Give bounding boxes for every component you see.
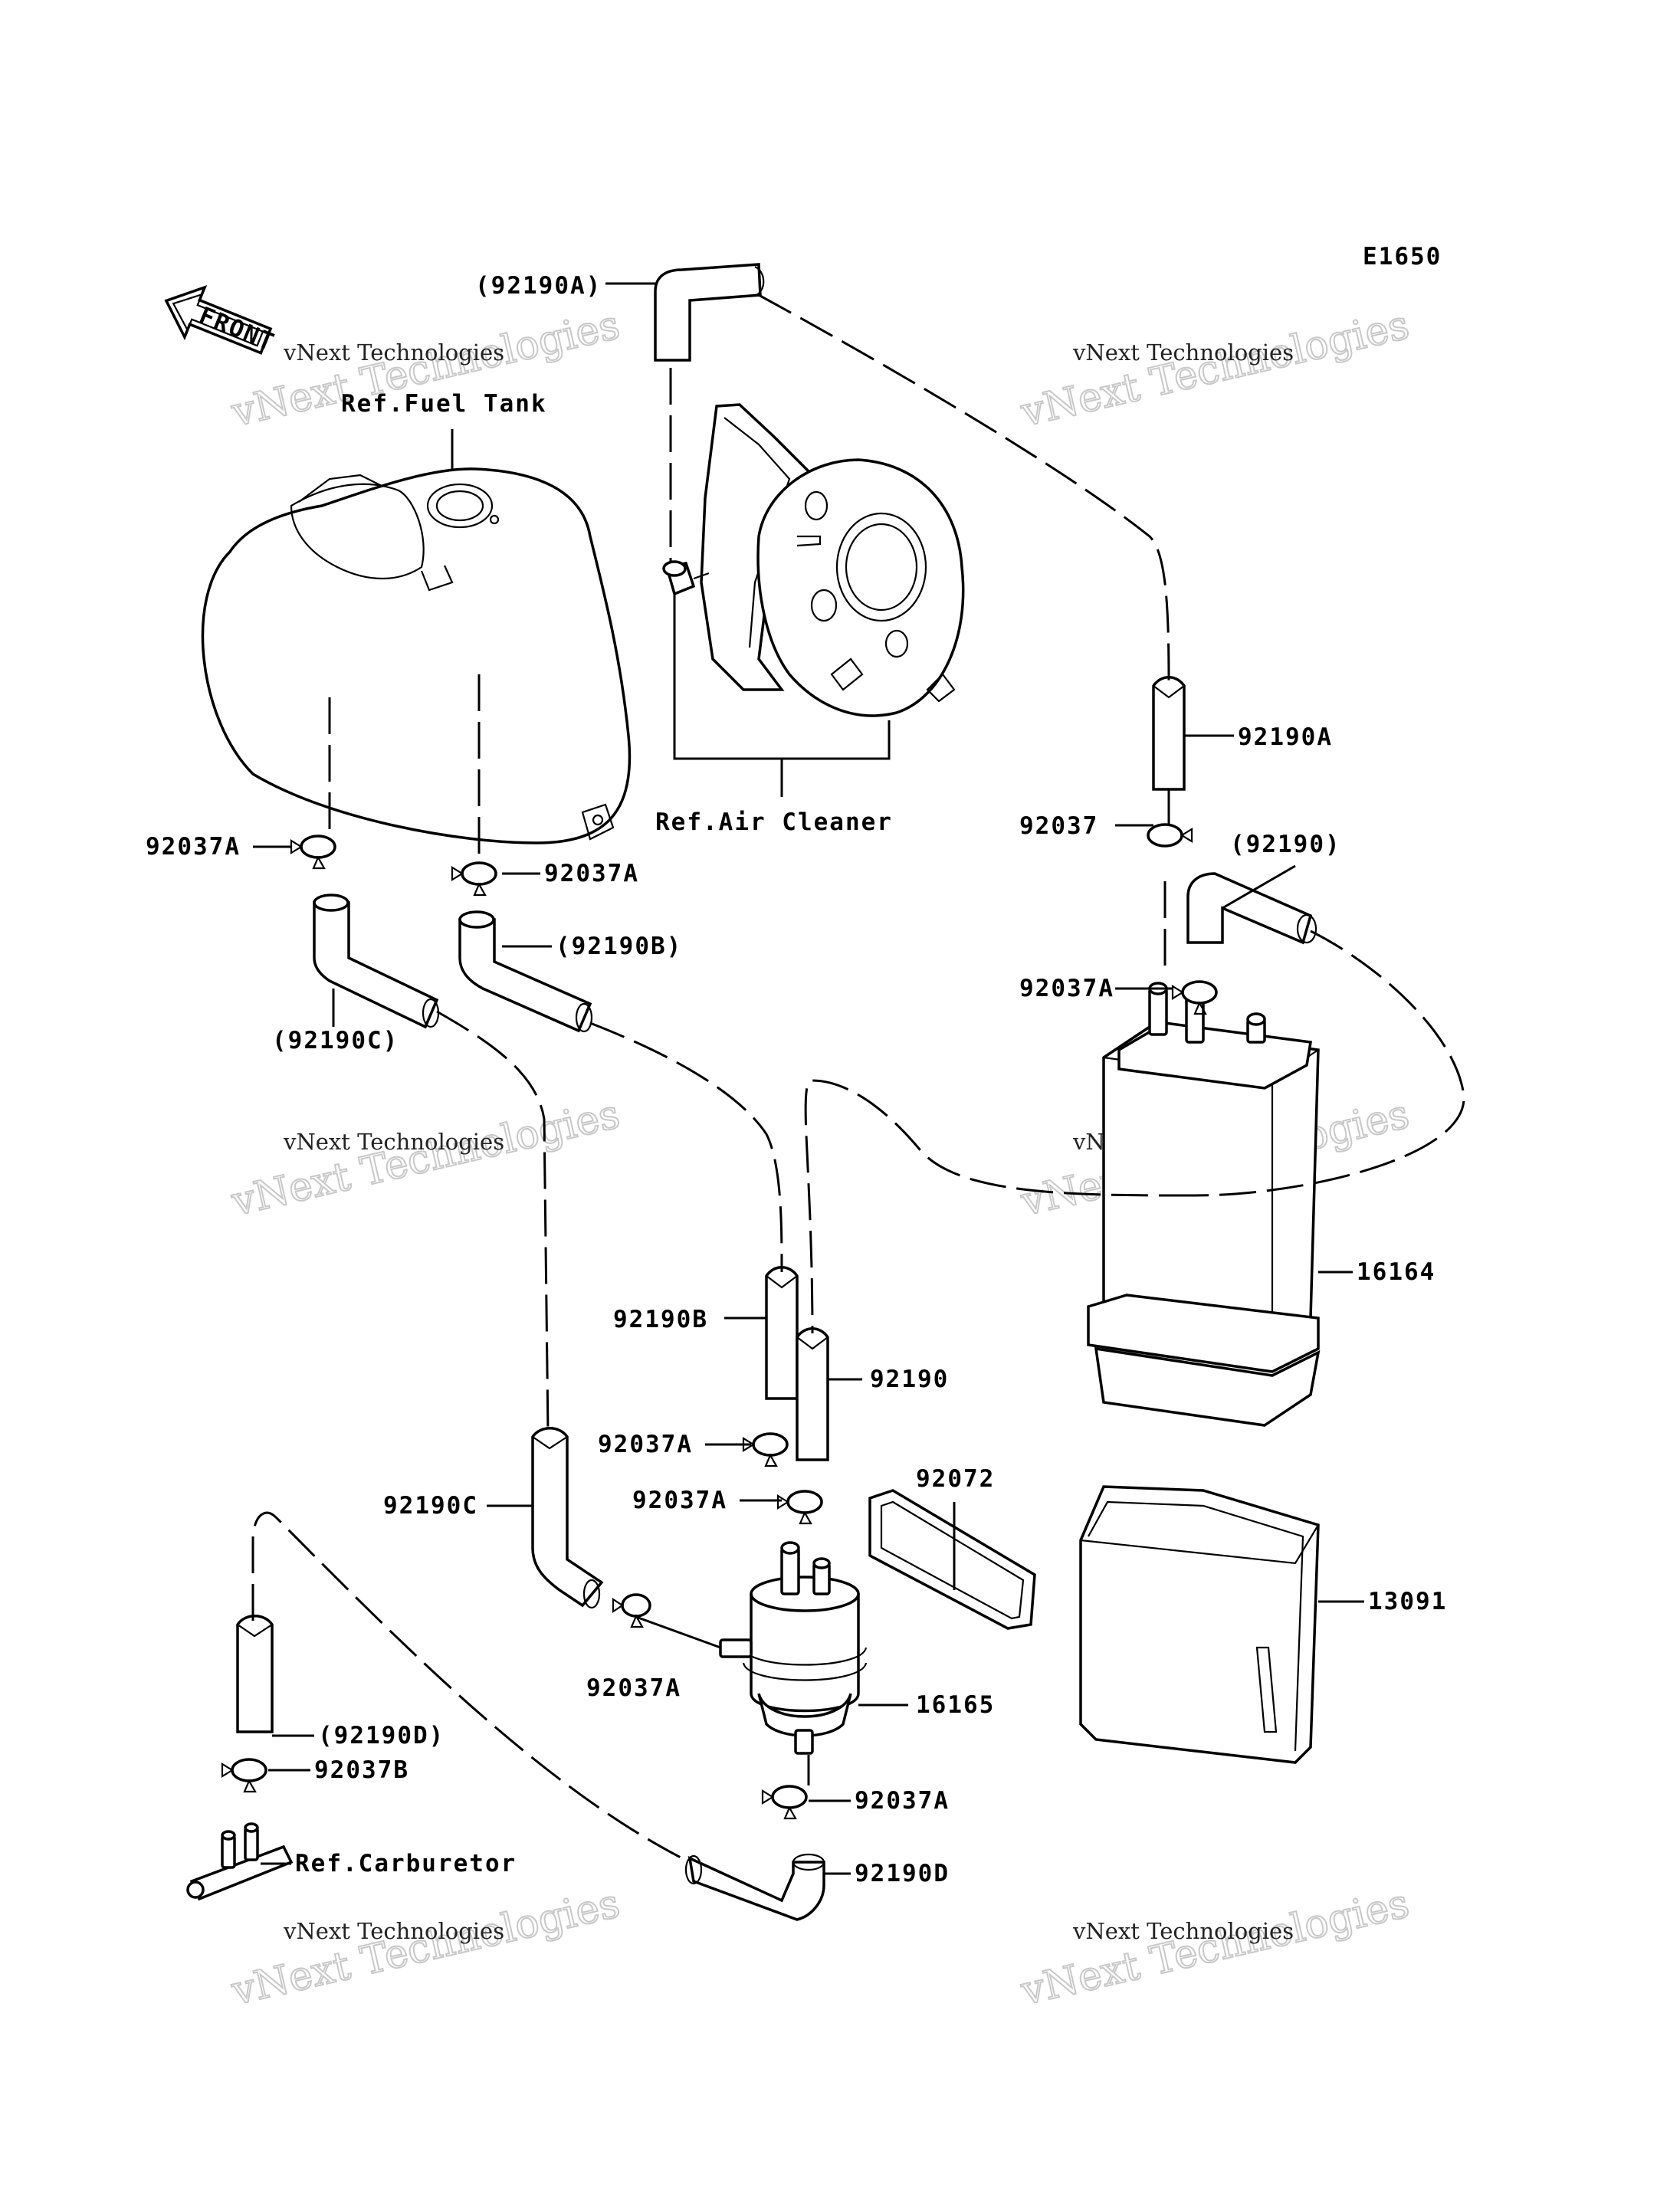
leader-lines: [253, 282, 1364, 1875]
callout-labels: (92190A) Ref.Fuel Tank 92190A Ref.Air Cl…: [146, 272, 1447, 1887]
label-92190C: 92190C: [383, 1492, 478, 1520]
label-92037B: 92037B: [314, 1756, 409, 1784]
label-92190C-ref: (92190C): [272, 1027, 399, 1054]
fuel-tank: [201, 467, 632, 844]
clamp-icon: [776, 1490, 823, 1525]
label-92037A-b1: 92037A: [598, 1431, 693, 1458]
clamp-icon: [290, 835, 336, 870]
label-ref-carburetor: Ref.Carburetor: [295, 1850, 517, 1877]
label-16165: 16165: [916, 1691, 995, 1719]
label-92190: 92190: [870, 1366, 949, 1393]
watermark-top-right: vNext Technologies vNext Technologies: [1016, 301, 1414, 437]
front-arrow-icon: FRONT: [164, 285, 279, 357]
diagram-id: E1650: [1363, 243, 1442, 271]
label-92190A-ref: (92190A): [475, 272, 602, 300]
clamp-icon: [451, 861, 497, 897]
svg-text:vNext Technologies: vNext Technologies: [227, 1881, 624, 2015]
clamp-icon: [221, 1758, 267, 1793]
label-92037A-separator: 92037A: [586, 1674, 681, 1702]
bracket-13091: [1079, 1485, 1320, 1764]
clamp-icon: [1147, 823, 1193, 848]
label-92037A-bottom: 92037A: [855, 1787, 950, 1815]
clamp-icon: [1171, 980, 1218, 1015]
label-ref-fuel-tank: Ref.Fuel Tank: [341, 390, 547, 418]
label-92190B-ref: (92190B): [556, 933, 682, 960]
svg-text:vNext Technologies: vNext Technologies: [283, 1129, 504, 1155]
svg-text:vNext Technologies: vNext Technologies: [227, 1091, 624, 1225]
svg-text:vNext Technologies: vNext Technologies: [1016, 302, 1413, 436]
label-92037A-canister: 92037A: [1019, 975, 1114, 1002]
label-92037A-left: 92037A: [146, 833, 241, 861]
band-92072: [868, 1489, 1036, 1630]
label-92190A: 92190A: [1238, 723, 1333, 751]
air-cleaner: [662, 403, 965, 797]
label-92190-ref: (92190): [1230, 831, 1341, 858]
front-label: FRONT: [195, 302, 279, 357]
label-92190B: 92190B: [613, 1306, 708, 1333]
label-ref-air-cleaner: Ref.Air Cleaner: [655, 808, 893, 836]
carburetor-fitting: [186, 1822, 294, 1901]
canister-16164: [1087, 982, 1321, 1427]
label-92037A-mid: 92037A: [544, 860, 639, 887]
clamp-icon: [612, 1593, 651, 1628]
label-92037-top: 92037: [1019, 812, 1098, 840]
label-92037A-b2: 92037A: [632, 1487, 727, 1514]
watermark-mid-left: vNext Technologies vNext Technologies: [226, 1090, 625, 1226]
svg-text:vNext Technologies: vNext Technologies: [283, 1918, 504, 1944]
svg-text:vNext Technologies: vNext Technologies: [283, 339, 504, 366]
hoses: [236, 263, 1317, 1921]
label-16164: 16164: [1357, 1258, 1436, 1286]
hose-routes: [251, 293, 1465, 1864]
label-92190D-ref: (92190D): [318, 1722, 445, 1749]
label-92190D: 92190D: [855, 1860, 950, 1887]
clamps: [221, 823, 1218, 1820]
svg-text:vNext Technologies: vNext Technologies: [1016, 1881, 1413, 2015]
clamp-icon: [761, 1785, 808, 1820]
label-13091: 13091: [1368, 1588, 1447, 1615]
separator-16165: [719, 1541, 868, 1755]
clamp-icon: [742, 1432, 789, 1467]
watermark-bottom-right: vNext Technologies vNext Technologies: [1016, 1880, 1414, 2015]
label-92072: 92072: [916, 1465, 995, 1493]
svg-text:vNext Technologies: vNext Technologies: [1072, 1918, 1294, 1944]
svg-text:vNext Technologies: vNext Technologies: [1072, 339, 1294, 366]
